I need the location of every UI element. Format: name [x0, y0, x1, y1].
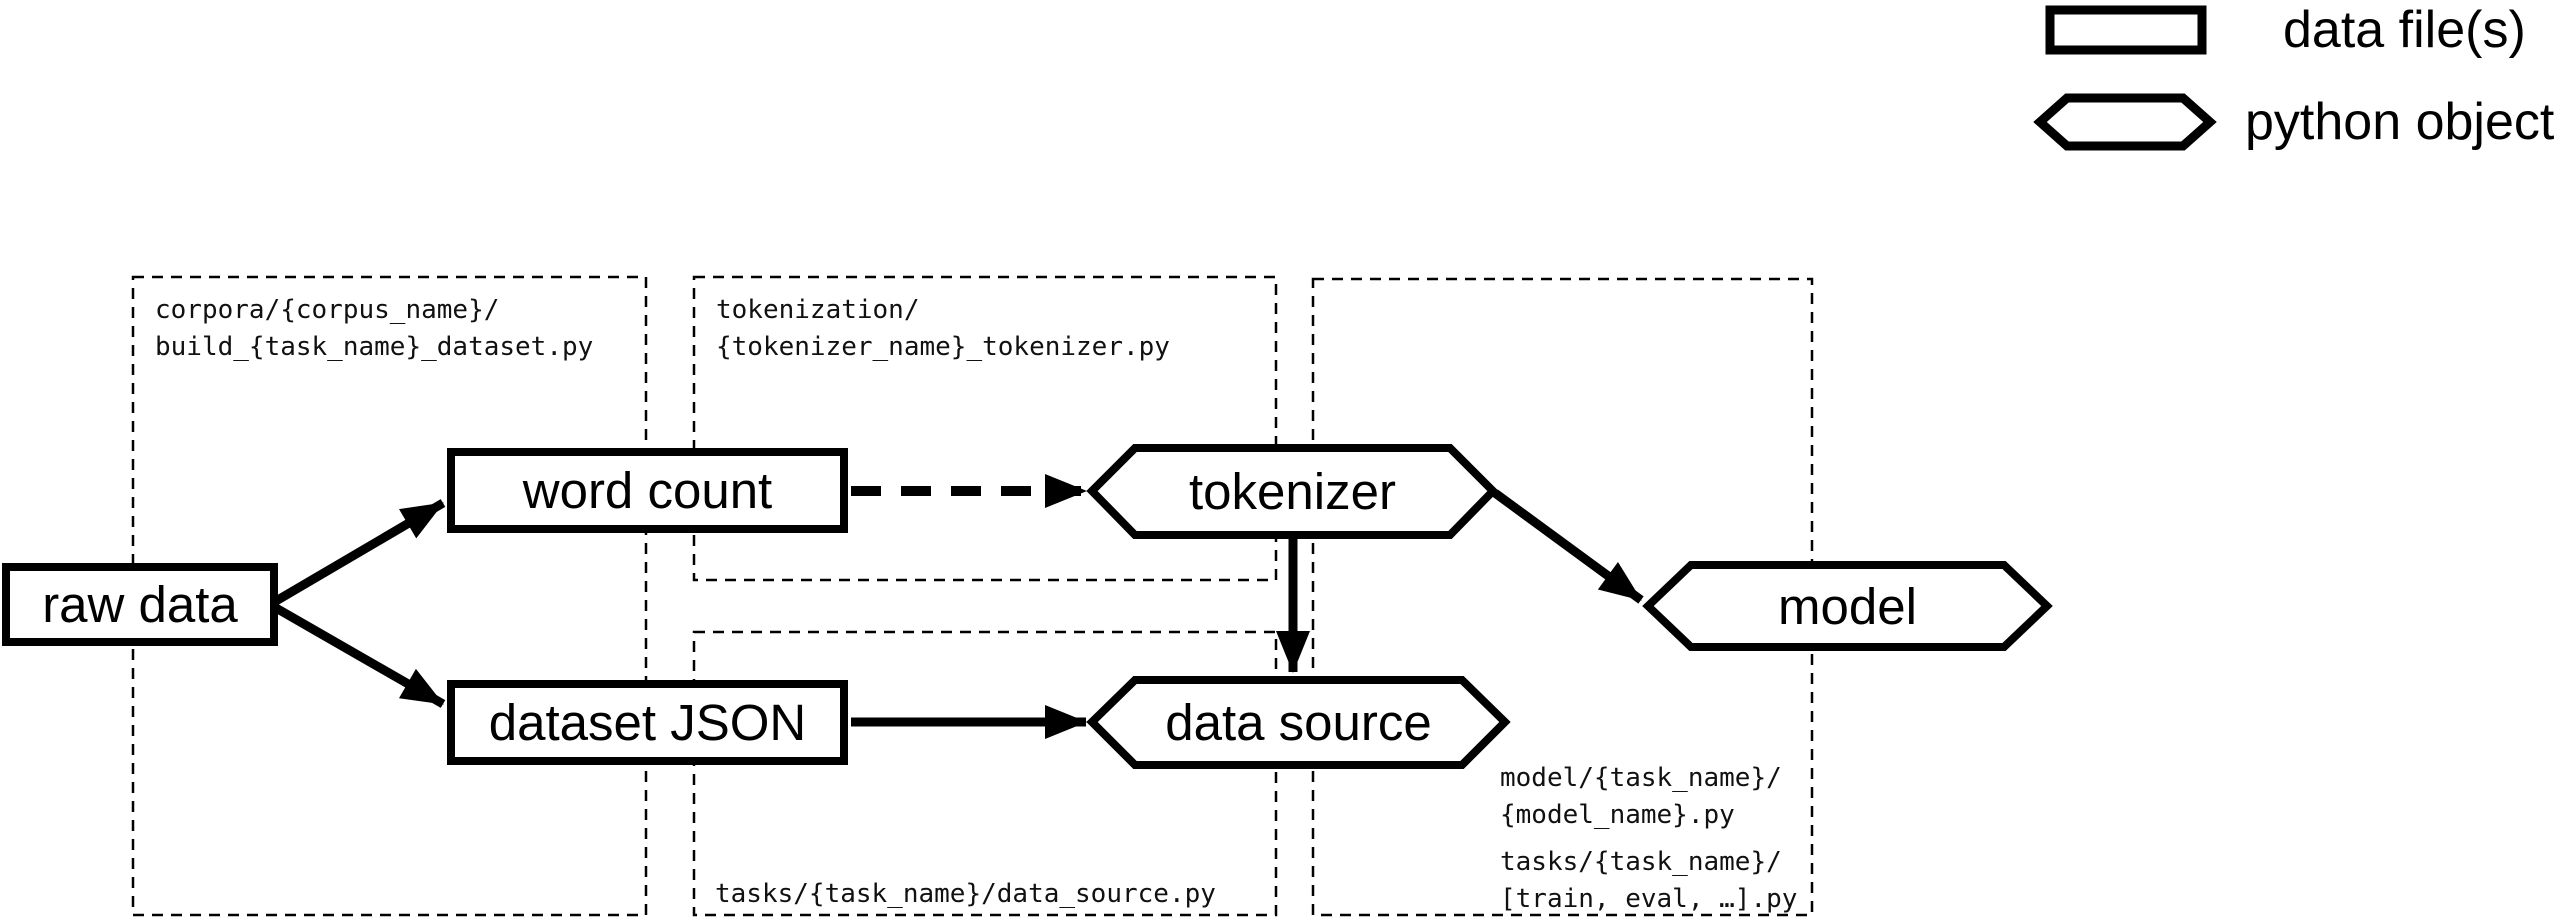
edge-raw-data-to-word-count [273, 499, 446, 605]
node-shape-data-source [1086, 676, 1511, 769]
node-shape-word-count [447, 448, 848, 533]
node-shape-model [1642, 561, 2053, 651]
group-box-tasks-data-source [692, 630, 1278, 917]
group-label-corpora: corpora/{corpus_name}/ build_{task_name}… [155, 292, 593, 366]
code-line: corpora/{corpus_name}/ [155, 295, 500, 325]
code-line: tasks/{task_name}/data_source.py [715, 879, 1216, 909]
legend-label-python-object: python object [2245, 93, 2555, 151]
legend-python-object-icon [2033, 93, 2217, 151]
node-shape-tokenizer [1086, 444, 1499, 539]
edge-tokenizer-to-model [1492, 489, 1644, 604]
legend-data-file-icon [2045, 5, 2207, 55]
code-line: [train, eval, …].py [1500, 884, 1798, 914]
code-line: build_{task_name}_dataset.py [155, 332, 594, 362]
code-line: model/{task_name}/ [1500, 763, 1782, 793]
group-label-tasks-path: tasks/{task_name}/ [train, eval, …].py [1500, 844, 1797, 918]
node-shape-raw-data [2, 563, 278, 646]
code-line: tokenization/ [716, 295, 920, 325]
edge-raw-data-to-dataset-json [273, 604, 446, 708]
group-box-tokenization [692, 275, 1278, 582]
code-line: tasks/{task_name}/ [1500, 847, 1782, 877]
code-line: {tokenizer_name}_tokenizer.py [716, 332, 1170, 362]
group-label-tokenization: tokenization/ {tokenizer_name}_tokenizer… [716, 292, 1170, 366]
group-label-model-path: model/{task_name}/ {model_name}.py [1500, 760, 1782, 834]
node-shape-dataset-json [447, 680, 848, 765]
legend-label-data-file: data file(s) [2283, 1, 2526, 59]
group-label-tasks-data-source: tasks/{task_name}/data_source.py [715, 876, 1216, 913]
code-line: {model_name}.py [1500, 800, 1735, 830]
